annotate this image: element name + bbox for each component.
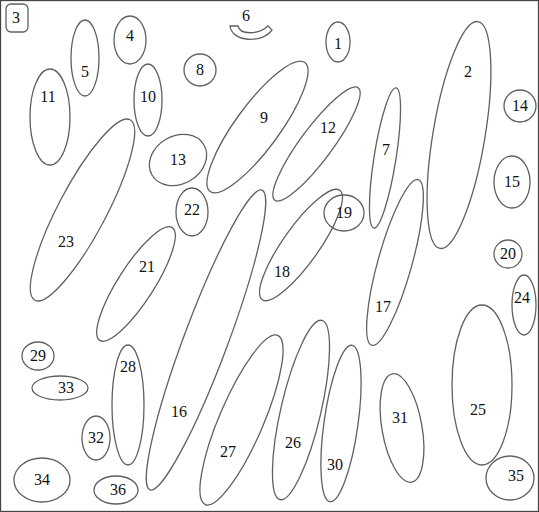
callout-number: 4	[126, 28, 134, 44]
blob-outline	[94, 476, 138, 504]
callout-number: 11	[40, 89, 55, 105]
blob-outline	[82, 416, 110, 460]
blob-outline	[14, 458, 70, 502]
callout-number: 36	[110, 482, 126, 498]
blob-outline	[112, 345, 144, 465]
callout-number: 19	[336, 205, 352, 221]
blob-outline	[176, 188, 208, 236]
callout-number: 7	[382, 142, 390, 158]
blob-outline	[14, 109, 152, 312]
blob-outline	[129, 182, 282, 497]
blob-outline	[326, 22, 350, 62]
blob-outline	[32, 376, 88, 400]
blob-outline	[248, 180, 355, 310]
blob-outline	[262, 78, 371, 210]
blob-outline	[184, 54, 216, 86]
blob-outline	[230, 26, 272, 39]
callout-number: 18	[274, 264, 290, 280]
blob-outline	[261, 316, 342, 504]
callout-number: 28	[120, 359, 136, 375]
blob-outline	[140, 124, 216, 196]
callout-number: 33	[58, 380, 74, 396]
blob-outline	[494, 156, 530, 208]
blob-outline	[85, 218, 188, 350]
blob-outline	[324, 195, 364, 231]
callout-number: 9	[260, 110, 268, 126]
callout-number: 3	[12, 10, 20, 26]
blob-outline	[30, 69, 70, 165]
blob-outline	[355, 175, 434, 350]
callout-number: 14	[512, 98, 528, 114]
callout-number: 26	[285, 435, 301, 451]
callout-number: 31	[392, 410, 408, 426]
callout-number: 17	[375, 299, 391, 315]
blob-outline	[114, 16, 146, 64]
callout-number: 21	[139, 259, 155, 275]
callout-number: 6	[242, 8, 250, 24]
callout-number: 34	[34, 472, 50, 488]
blob-outline	[504, 90, 536, 122]
blob-outline	[363, 86, 407, 230]
blob-outline	[512, 275, 536, 335]
blob-outline	[494, 240, 522, 268]
callout-number: 15	[504, 174, 520, 190]
callout-number: 5	[81, 64, 89, 80]
blob-outline	[192, 49, 322, 204]
callout-number: 8	[196, 62, 204, 78]
callout-number: 20	[500, 246, 516, 262]
blob-outline	[414, 17, 503, 252]
callout-number: 35	[508, 468, 524, 484]
callout-number: 30	[327, 457, 343, 473]
blob-outline	[373, 370, 431, 485]
blob-outline	[452, 305, 512, 465]
callout-number: 1	[334, 36, 342, 52]
callout-number: 24	[514, 290, 530, 306]
callout-number: 27	[220, 444, 236, 460]
blob-outline	[22, 342, 54, 370]
blob-outline	[6, 4, 28, 32]
callout-number: 2	[464, 64, 472, 80]
callout-number: 23	[58, 234, 74, 250]
blob-outline	[313, 343, 369, 504]
callout-number: 22	[184, 202, 200, 218]
callout-number: 10	[140, 89, 156, 105]
callout-number: 25	[470, 402, 486, 418]
callout-number: 32	[88, 430, 104, 446]
blob-outline	[185, 327, 298, 512]
blob-outline	[71, 20, 99, 96]
blob-outline	[486, 456, 534, 500]
callout-number: 16	[171, 404, 187, 420]
callout-number: 13	[170, 152, 186, 168]
callout-number: 12	[320, 120, 336, 136]
blob-outline	[134, 64, 162, 136]
callout-number: 29	[30, 348, 46, 364]
